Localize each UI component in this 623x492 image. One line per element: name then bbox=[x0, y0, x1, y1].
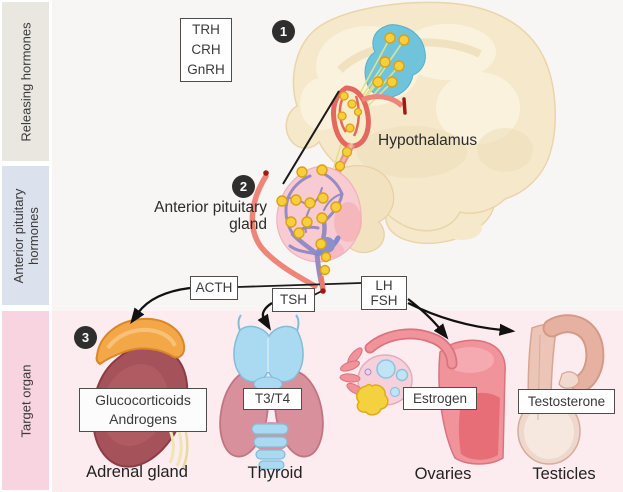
step-marker-1: 1 bbox=[272, 20, 295, 43]
testosterone-box: Testosterone bbox=[518, 389, 615, 414]
lh-fsh-box: LH FSH bbox=[361, 276, 407, 310]
lh-label: LH bbox=[375, 278, 393, 293]
sidebar-section-target-organ: Target organ bbox=[2, 311, 49, 490]
thyroid-label: Thyroid bbox=[247, 464, 303, 482]
ovaries-label: Ovaries bbox=[414, 465, 472, 483]
arrow-to-ovaries bbox=[407, 298, 449, 340]
androgens-label: Androgens bbox=[109, 411, 177, 427]
pituitary-secretion-dots bbox=[276, 164, 342, 276]
tsh-label: TSH bbox=[280, 292, 307, 307]
acth-label: ACTH bbox=[195, 280, 233, 295]
pointer-line bbox=[282, 90, 340, 185]
adrenal-hormones-box: Glucocorticoids Androgens bbox=[79, 388, 207, 432]
releasing-hormone-trh: TRH bbox=[192, 22, 220, 37]
t3-t4-box: T3/T4 bbox=[243, 388, 302, 410]
releasing-hormones-box: TRH CRH GnRH bbox=[180, 18, 232, 82]
step-marker-2: 2 bbox=[232, 175, 255, 198]
neuron-dots bbox=[372, 32, 410, 88]
fsh-label: FSH bbox=[370, 293, 398, 308]
estrogen-label: Estrogen bbox=[412, 390, 468, 406]
hypophyseal-artery bbox=[249, 173, 318, 289]
trachea-rings bbox=[251, 423, 289, 470]
releasing-hormone-gnrh: GnRH bbox=[187, 62, 225, 77]
arrow-to-thyroid bbox=[257, 302, 273, 331]
corpus-luteum bbox=[356, 383, 389, 416]
step-marker-3: 3 bbox=[74, 326, 97, 349]
arrow-to-adrenal bbox=[130, 286, 191, 324]
acth-box: ACTH bbox=[190, 276, 238, 300]
testosterone-label: Testosterone bbox=[527, 393, 606, 409]
glucocorticoids-label: Glucocorticoids bbox=[95, 392, 191, 408]
flow-arrows bbox=[130, 90, 516, 340]
testicles-label: Testicles bbox=[532, 465, 596, 483]
anterior-pituitary-illustration bbox=[249, 164, 362, 293]
tsh-box: TSH bbox=[272, 288, 315, 312]
t3-t4-label: T3/T4 bbox=[254, 391, 291, 406]
brain-illustration bbox=[285, 1, 556, 254]
arrow-to-testicles bbox=[407, 301, 516, 336]
median-eminence bbox=[331, 85, 407, 149]
estrogen-box: Estrogen bbox=[403, 387, 477, 410]
sidebar-section-anterior-pituitary-hormones: Anterior pituitary hormones bbox=[2, 166, 49, 305]
adrenal-gland-label: Adrenal gland bbox=[86, 463, 188, 481]
releasing-hormone-crh: CRH bbox=[191, 42, 221, 57]
hypothalamus-label: Hypothalamus bbox=[378, 132, 478, 149]
hormone-line bbox=[237, 282, 362, 288]
sidebar-section-releasing-hormones: Releasing hormones bbox=[2, 2, 49, 161]
anterior-pituitary-label: Anterior pituitary gland bbox=[154, 199, 267, 233]
